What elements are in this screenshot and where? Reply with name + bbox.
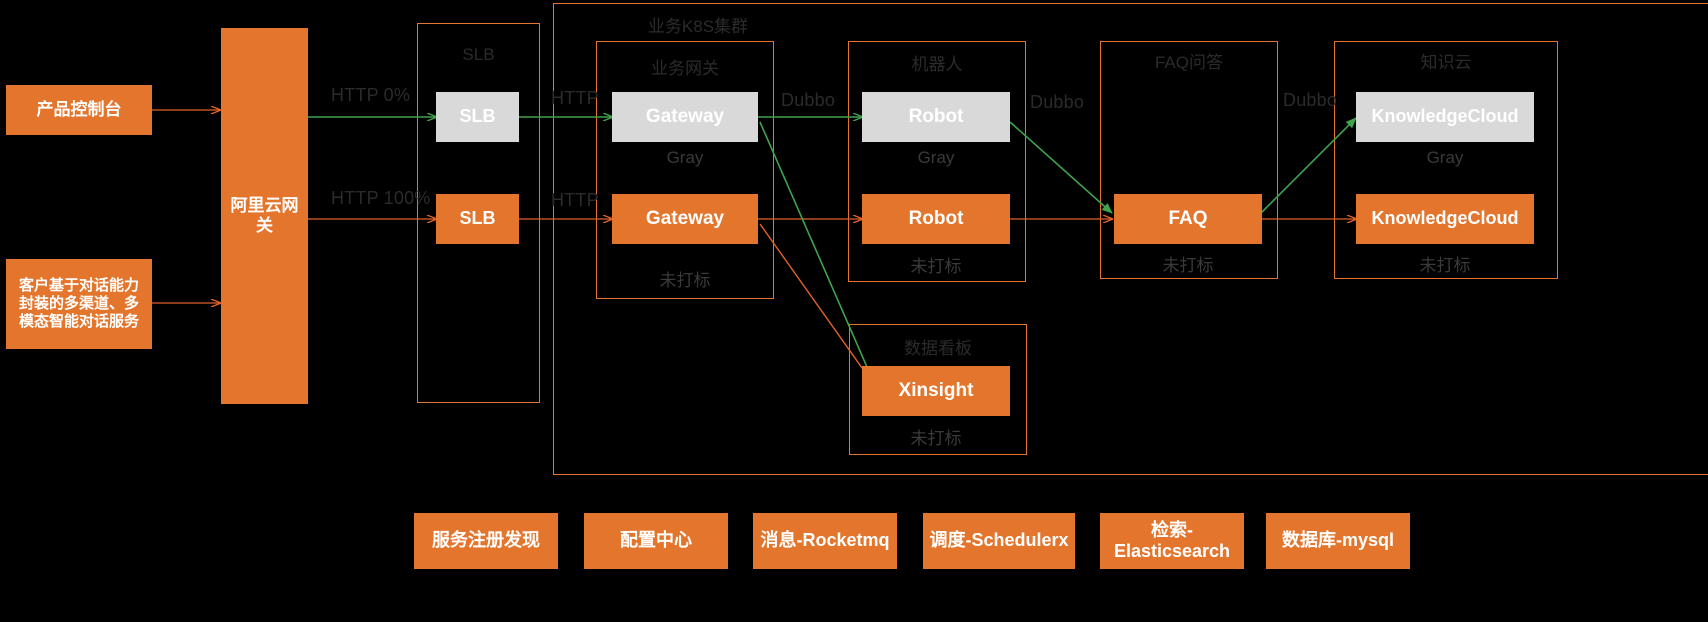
tag-gateway-gray: Gray [666, 148, 704, 167]
node-xinsight-label: Xinsight [898, 379, 974, 401]
node-slb-gray[interactable]: SLB [436, 92, 519, 142]
tag-knowledgecloud-baseline: 未打标 [1419, 256, 1471, 275]
infra-search-elasticsearch-label: 检索-Elasticsearch [1113, 519, 1231, 561]
tag-knowledgecloud-gray: Gray [1426, 148, 1464, 167]
node-knowledgecloud-gray[interactable]: KnowledgeCloud [1356, 92, 1534, 142]
node-knowledgecloud-gray-label: KnowledgeCloud [1371, 106, 1519, 127]
protocol-label-dubbo-faq-kc: Dubbo [1283, 90, 1338, 110]
tag-robot-gray: Gray [917, 148, 955, 167]
group-business-gateway-title: 业务网关 [651, 59, 719, 78]
infra-database-mysql[interactable]: 数据库-mysql [1266, 513, 1410, 569]
node-robot-baseline-label: Robot [908, 207, 964, 229]
node-gateway-gray-label: Gateway [645, 105, 725, 127]
tag-gateway-baseline: 未打标 [659, 271, 711, 290]
group-knowledge-cloud-title: 知识云 [1420, 53, 1472, 72]
protocol-label-http-baseline-gateway: HTTP [551, 190, 599, 210]
traffic-label-canary: HTTP 0% [331, 85, 411, 105]
node-product-console[interactable]: 产品控制台 [6, 85, 152, 135]
node-robot-gray-label: Robot [908, 105, 964, 127]
tag-faq-baseline: 未打标 [1162, 256, 1214, 275]
group-robot-title: 机器人 [911, 55, 963, 74]
node-robot-baseline[interactable]: Robot [862, 194, 1010, 244]
node-customer-dialog-service[interactable]: 客户基于对话能力封装的多渠道、多模态智能对话服务 [6, 259, 152, 349]
group-faq-title: FAQ问答 [1154, 53, 1223, 72]
infra-config-center[interactable]: 配置中心 [584, 513, 728, 569]
group-k8s-cluster-title: 业务K8S集群 [647, 17, 749, 36]
infra-scheduler-schedulerx-label: 调度-Schedulerx [929, 530, 1069, 551]
node-faq-baseline[interactable]: FAQ [1114, 194, 1262, 244]
node-aliyun-cloud-gateway-label: 阿里云网关 [230, 195, 299, 235]
infra-config-center-label: 配置中心 [620, 530, 692, 551]
traffic-label-baseline: HTTP 100% [331, 188, 431, 208]
group-data-board [849, 324, 1027, 455]
group-slb-title: SLB [462, 45, 495, 64]
group-k8s-cluster [553, 3, 1708, 475]
group-slb [417, 23, 540, 403]
infra-scheduler-schedulerx[interactable]: 调度-Schedulerx [923, 513, 1075, 569]
node-faq-baseline-label: FAQ [1168, 207, 1208, 229]
infra-message-rocketmq[interactable]: 消息-Rocketmq [753, 513, 897, 569]
infra-search-elasticsearch[interactable]: 检索-Elasticsearch [1100, 513, 1244, 569]
node-customer-dialog-service-label: 客户基于对话能力封装的多渠道、多模态智能对话服务 [18, 277, 139, 330]
node-knowledgecloud-baseline-label: KnowledgeCloud [1371, 208, 1519, 229]
tag-robot-baseline: 未打标 [910, 257, 962, 276]
protocol-label-dubbo-robot-faq: Dubbo [1030, 92, 1085, 112]
node-knowledgecloud-baseline[interactable]: KnowledgeCloud [1356, 194, 1534, 244]
node-gateway-baseline-label: Gateway [645, 207, 725, 229]
node-product-console-label: 产品控制台 [36, 99, 122, 119]
node-gateway-gray[interactable]: Gateway [612, 92, 758, 142]
group-data-board-title: 数据看板 [904, 339, 972, 358]
node-slb-baseline-label: SLB [459, 208, 496, 229]
node-aliyun-cloud-gateway[interactable]: 阿里云网关 [221, 28, 308, 404]
infra-service-registry[interactable]: 服务注册发现 [414, 513, 558, 569]
infra-database-mysql-label: 数据库-mysql [1281, 530, 1395, 551]
protocol-label-dubbo-gateway-robot: Dubbo [781, 90, 836, 110]
group-business-gateway [596, 41, 774, 299]
node-slb-gray-label: SLB [459, 106, 496, 127]
node-robot-gray[interactable]: Robot [862, 92, 1010, 142]
infra-message-rocketmq-label: 消息-Rocketmq [760, 530, 890, 551]
node-xinsight[interactable]: Xinsight [862, 366, 1010, 416]
node-gateway-baseline[interactable]: Gateway [612, 194, 758, 244]
tag-xinsight: 未打标 [910, 429, 962, 448]
protocol-label-http-canary-gateway: HTTP [551, 88, 599, 108]
infra-service-registry-label: 服务注册发现 [432, 530, 540, 551]
node-slb-baseline[interactable]: SLB [436, 194, 519, 244]
